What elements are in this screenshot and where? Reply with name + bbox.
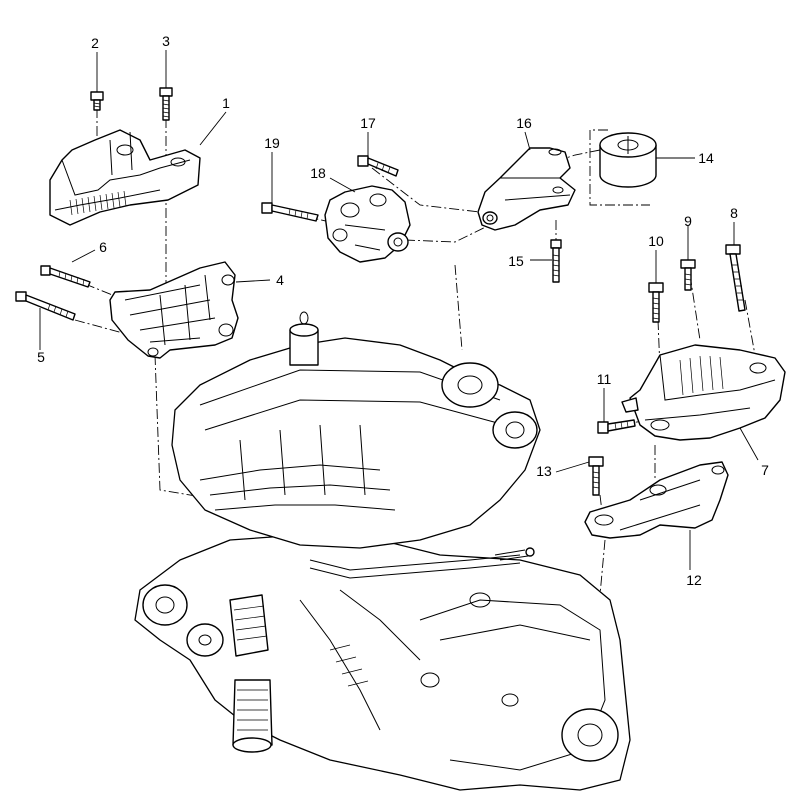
part-18-bracket (324, 185, 411, 263)
part-14-bushing (599, 132, 657, 188)
part-2-bolt (90, 91, 104, 111)
part-10-bolt (648, 282, 664, 323)
callout-13: 13 (536, 463, 552, 479)
callout-14: 14 (698, 150, 714, 166)
callout-labels: 1 2 3 4 5 6 7 8 9 10 11 12 13 14 15 16 1… (37, 33, 769, 588)
part-4-bracket (109, 261, 239, 359)
part-8-bolt (725, 244, 746, 312)
callout-17: 17 (360, 115, 376, 131)
callout-19: 19 (264, 135, 280, 151)
part-17-bolt (357, 155, 399, 177)
callout-16: 16 (516, 115, 532, 131)
callout-1: 1 (222, 95, 230, 111)
engine-transmission-assembly (134, 311, 631, 791)
part-15-bolt (550, 239, 562, 283)
callout-3: 3 (162, 33, 170, 49)
callout-9: 9 (684, 213, 692, 229)
part-12-bracket (584, 461, 729, 539)
part-19-bolt (261, 202, 319, 222)
callout-15: 15 (508, 253, 524, 269)
callout-7: 7 (761, 462, 769, 478)
part-7-transmission-mount (621, 344, 786, 441)
part-5-bolt (15, 291, 76, 321)
part-9-bolt (680, 259, 696, 291)
part-1-engine-mount (49, 129, 201, 226)
callout-4: 4 (276, 272, 284, 288)
callout-18: 18 (310, 165, 326, 181)
callout-6: 6 (99, 239, 107, 255)
part-16-bracket (477, 147, 576, 231)
callout-11: 11 (597, 371, 612, 387)
callout-5: 5 (37, 349, 45, 365)
part-13-bolt (588, 456, 604, 496)
part-11-bolt (597, 419, 636, 434)
callout-12: 12 (686, 572, 702, 588)
leader-lines (39, 50, 759, 570)
callout-10: 10 (648, 233, 664, 249)
callout-8: 8 (730, 205, 738, 221)
callout-2: 2 (91, 35, 99, 51)
part-3-bolt (159, 87, 173, 121)
part-6-bolt (40, 265, 91, 288)
